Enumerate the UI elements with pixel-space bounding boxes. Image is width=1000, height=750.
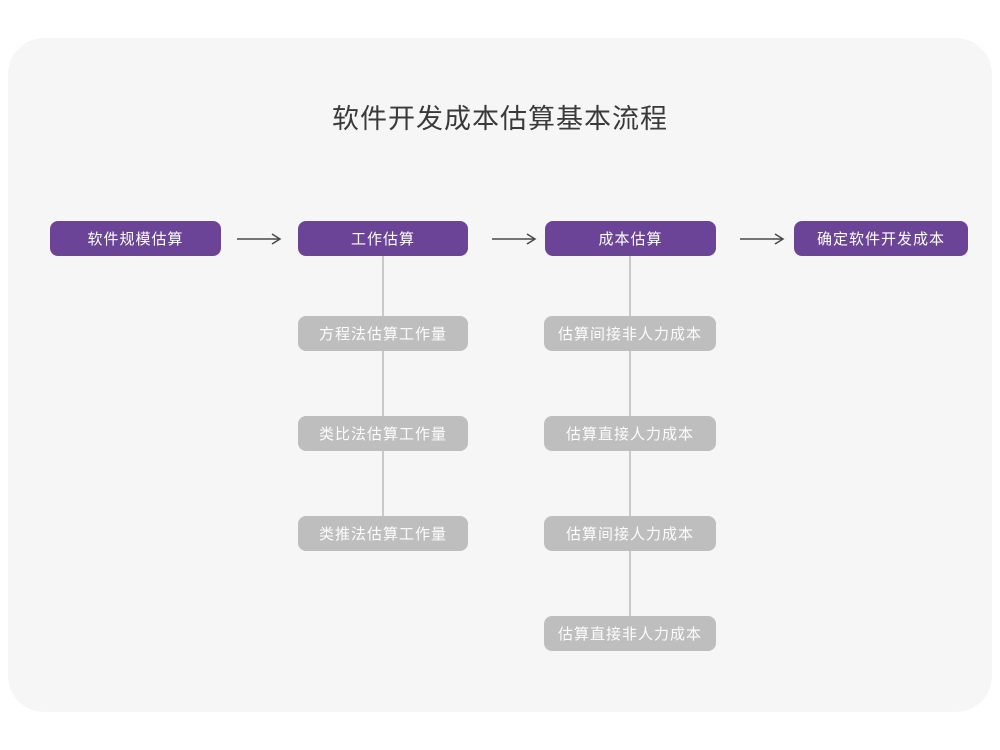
step-label: 软件规模估算	[87, 231, 184, 248]
sub-step-label: 估算间接人力成本	[565, 526, 694, 543]
sub-step-analogy-method-workload: 类比法估算工作量	[298, 416, 468, 451]
step-software-size-estimation: 软件规模估算	[50, 221, 221, 256]
connector-line-work-estimation	[382, 256, 384, 526]
arrow-right-icon	[236, 232, 282, 246]
flowchart-card: 软件规模估算 工作估算 成本估算 确定软件开发成本 方程法估算工作量 类比法估算…	[8, 38, 992, 712]
sub-step-extrapolation-method-workload: 类推法估算工作量	[298, 516, 468, 551]
step-label: 确定软件开发成本	[816, 231, 945, 248]
sub-step-label: 方程法估算工作量	[318, 326, 447, 343]
step-label: 成本估算	[598, 231, 663, 248]
sub-step-indirect-labor-cost: 估算间接人力成本	[544, 516, 716, 551]
step-work-estimation: 工作估算	[298, 221, 468, 256]
arrow-right-icon	[739, 232, 785, 246]
sub-step-label: 类推法估算工作量	[318, 526, 447, 543]
page-title: 软件开发成本估算基本流程	[332, 104, 668, 134]
step-determine-software-dev-cost: 确定软件开发成本	[794, 221, 968, 256]
sub-step-direct-labor-cost: 估算直接人力成本	[544, 416, 716, 451]
arrow-right-icon	[491, 232, 537, 246]
sub-step-indirect-non-labor-cost: 估算间接非人力成本	[544, 316, 716, 351]
sub-step-direct-non-labor-cost: 估算直接非人力成本	[544, 616, 716, 651]
sub-step-label: 估算间接非人力成本	[557, 326, 702, 343]
step-cost-estimation: 成本估算	[545, 221, 716, 256]
sub-step-equation-method-workload: 方程法估算工作量	[298, 316, 468, 351]
sub-step-label: 估算直接人力成本	[565, 426, 694, 443]
step-label: 工作估算	[350, 231, 415, 248]
sub-step-label: 估算直接非人力成本	[557, 626, 702, 643]
sub-step-label: 类比法估算工作量	[318, 426, 447, 443]
